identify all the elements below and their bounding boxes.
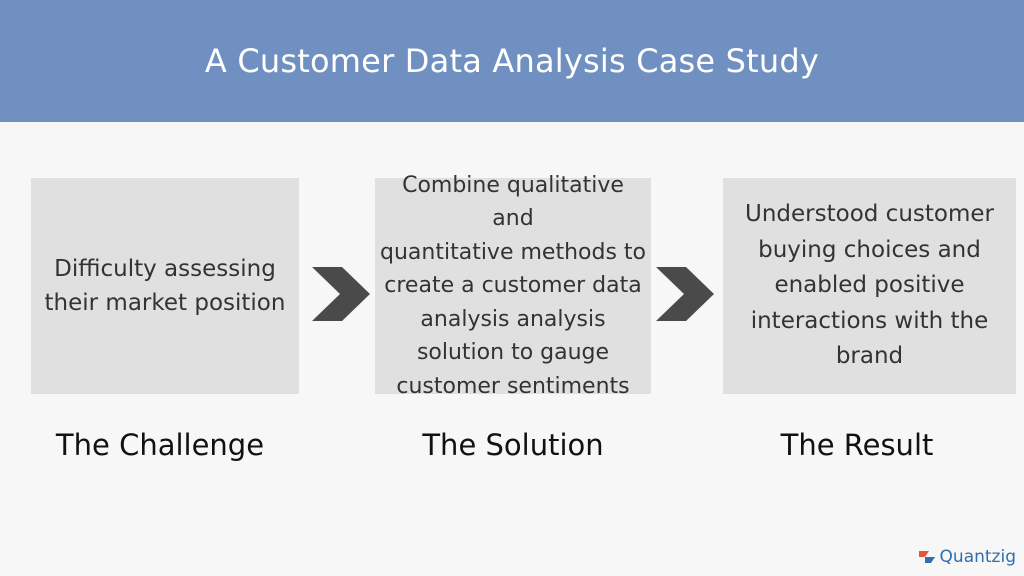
result-label: The Result (780, 428, 934, 462)
result-box: Understood customer buying choices and e… (723, 178, 1016, 394)
challenge-box: Difficulty assessing their market positi… (31, 178, 299, 394)
challenge-label: The Challenge (55, 428, 265, 462)
quantzig-logo: Quantzig (918, 547, 1016, 567)
logo-text: Quantzig (939, 547, 1016, 567)
page-title: A Customer Data Analysis Case Study (204, 42, 820, 80)
chevron-right-icon (656, 267, 714, 321)
header-banner: A Customer Data Analysis Case Study (0, 0, 1024, 122)
chevron-right-icon (312, 267, 370, 321)
result-description: Understood customer buying choices and e… (745, 201, 994, 370)
solution-box: Combine qualitative and quantitative met… (375, 173, 651, 399)
quantzig-logo-icon (918, 551, 935, 563)
solution-label: The Solution (422, 428, 604, 462)
solution-description: Combine qualitative and quantitative met… (380, 172, 646, 399)
challenge-description: Difficulty assessing their market positi… (44, 256, 286, 316)
